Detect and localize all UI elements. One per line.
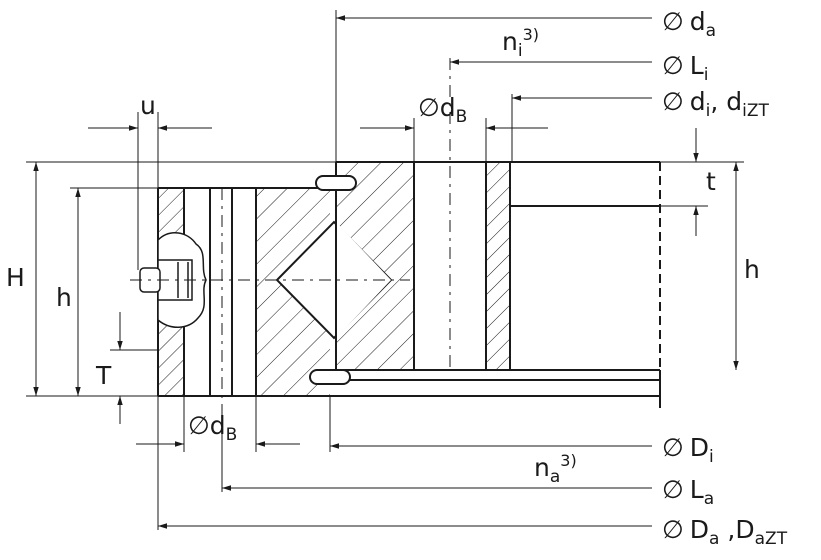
label-di: ∅di, diZT <box>662 87 770 121</box>
seals <box>309 175 357 385</box>
label-Li: ∅Li <box>662 51 708 85</box>
label-T: T <box>95 361 112 390</box>
label-h-right: h <box>744 255 760 284</box>
label-La: ∅La <box>662 475 714 509</box>
extension-lines <box>26 10 744 530</box>
label-Da: ∅Da ,DaZT <box>662 515 788 549</box>
label-Di: ∅Di <box>662 433 714 467</box>
label-t: t <box>706 167 716 196</box>
outer-ring <box>157 187 393 397</box>
label-u: u <box>140 91 156 120</box>
label-dB-top: ∅dB <box>418 93 467 127</box>
label-dB-bottom: ∅dB <box>188 411 237 445</box>
dimension-lines <box>33 15 739 529</box>
center-lines <box>130 58 451 440</box>
label-h-left: h <box>56 283 72 312</box>
label-H: H <box>6 263 25 292</box>
label-ni: ni3) <box>502 25 539 61</box>
inner-ring <box>330 161 661 408</box>
label-da: ∅da <box>662 7 716 41</box>
label-na: na3) <box>534 451 577 487</box>
